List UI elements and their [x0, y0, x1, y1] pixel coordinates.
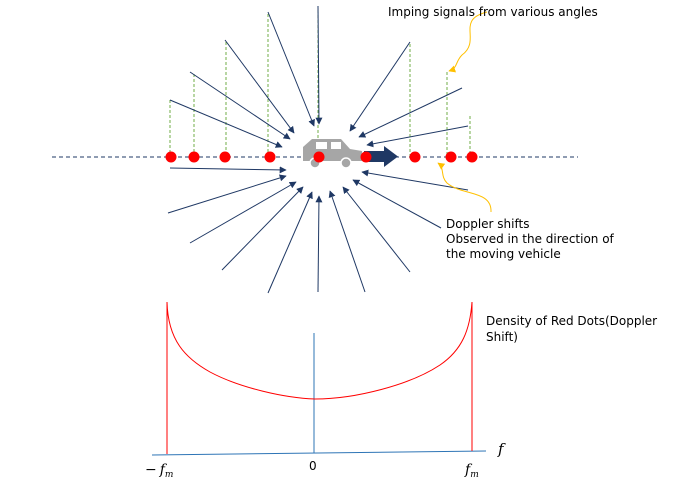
- pos-fm-label: fm: [464, 462, 479, 480]
- doppler-label-line-1: Doppler shifts: [446, 217, 529, 231]
- density-label-line-1: Density of Red Dots(Doppler: [486, 314, 657, 328]
- signal-arrow-16: [342, 186, 411, 273]
- doppler-dot-7: [409, 151, 421, 163]
- doppler-dot-3: [219, 151, 231, 163]
- signal-arrow-14: [315, 195, 323, 293]
- zero-label: 0: [309, 459, 317, 473]
- car-icon: [303, 139, 362, 169]
- signal-arrow-4: [358, 87, 463, 138]
- signal-arrow-8: [169, 99, 283, 148]
- signal-arrow-17: [352, 179, 442, 229]
- doppler-dots: [165, 151, 478, 163]
- doppler-label-line-2: Observed in the direction of: [446, 232, 615, 246]
- projection-lines: [169, 10, 471, 157]
- signal-arrow-18: [361, 169, 469, 191]
- frequency-axis: [151, 450, 487, 456]
- doppler-dot-9: [466, 151, 478, 163]
- neg-fm-label: −fm: [145, 462, 173, 480]
- signal-arrow-15: [328, 190, 366, 293]
- signal-arrow-12: [221, 186, 304, 271]
- doppler-dot-6: [360, 151, 372, 163]
- doppler-dot-2: [188, 151, 200, 163]
- incoming-signal-arrows: [167, 5, 469, 294]
- signal-arrow-7: [189, 71, 291, 140]
- doppler-dot-8: [445, 151, 457, 163]
- signal-arrow-10: [167, 174, 287, 214]
- signals-label: Imping signals from various angles: [388, 5, 598, 19]
- vehicle-direction-arrow: [364, 146, 398, 167]
- doppler-pointer: [437, 162, 492, 213]
- density-label-line-2: Shift): [486, 330, 518, 344]
- signals-pointer: [448, 11, 488, 73]
- density-curve: [166, 301, 473, 400]
- signal-arrow-13: [267, 191, 313, 294]
- doppler-dot-1: [165, 151, 177, 163]
- signal-arrow-9: [169, 166, 287, 174]
- signal-arrow-2: [315, 5, 323, 125]
- signal-arrow-6: [224, 39, 295, 134]
- doppler-dot-5: [313, 151, 325, 163]
- signal-arrow-1: [267, 11, 315, 127]
- doppler-dot-4: [264, 151, 276, 163]
- doppler-spectrum: [151, 301, 487, 456]
- f-axis-label: f: [497, 440, 506, 458]
- signal-arrow-11: [189, 181, 297, 244]
- signal-arrow-3: [349, 41, 411, 132]
- doppler-label-line-3: the moving vehicle: [446, 247, 561, 261]
- signal-arrow-5: [366, 125, 469, 148]
